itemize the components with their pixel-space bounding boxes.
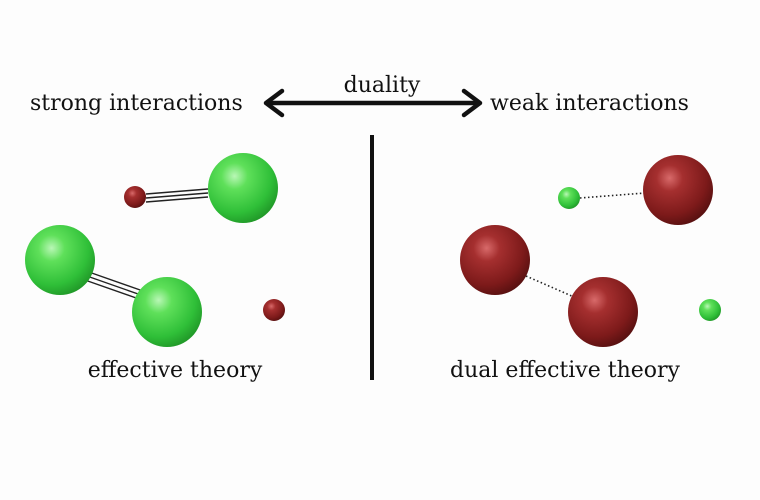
arrow-left-head bbox=[263, 88, 285, 118]
weak-interactions-label: weak interactions bbox=[490, 91, 689, 116]
arrow-right-head bbox=[461, 88, 483, 118]
small-red-particle-top bbox=[124, 186, 146, 208]
dotted-bond-top bbox=[579, 192, 646, 199]
effective-theory-caption: effective theory bbox=[88, 358, 263, 383]
small-green-particle-bottom bbox=[699, 299, 721, 321]
strong-interactions-label: strong interactions bbox=[30, 91, 243, 116]
duality-arrow bbox=[263, 88, 483, 118]
small-green-particle-top bbox=[558, 187, 580, 209]
green-particle-top bbox=[208, 153, 278, 223]
duality-label: duality bbox=[344, 73, 421, 98]
green-particle-left bbox=[25, 225, 95, 295]
dual-effective-theory-caption: dual effective theory bbox=[450, 358, 680, 383]
dotted-bond-lower bbox=[525, 275, 575, 298]
right-panel: dual effective theory bbox=[450, 155, 721, 383]
red-particle-bottom bbox=[568, 277, 638, 347]
left-panel: effective theory bbox=[25, 153, 285, 383]
triple-bond-lower bbox=[81, 270, 144, 300]
triple-bond-top bbox=[145, 188, 209, 203]
small-red-particle-bottom bbox=[263, 299, 285, 321]
green-particle-bottom bbox=[132, 277, 202, 347]
red-particle-top bbox=[643, 155, 713, 225]
red-particle-left bbox=[460, 225, 530, 295]
